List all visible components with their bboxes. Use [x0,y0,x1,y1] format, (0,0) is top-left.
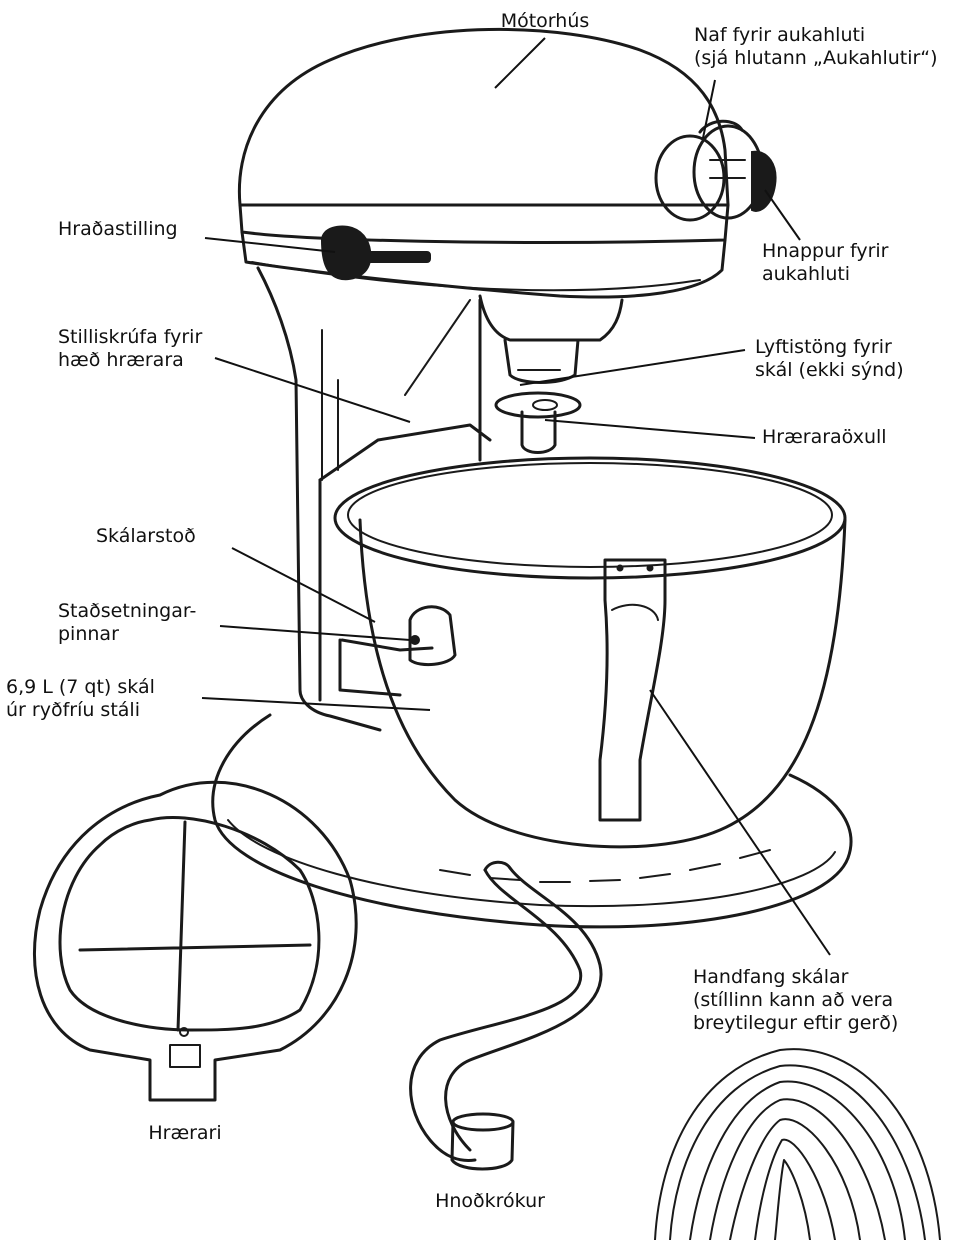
leader-locating-pins [219,625,411,641]
label-bowl-support-text: Skálarstoð [96,525,196,547]
label-motor-housing-text: Mótorhús [500,10,590,32]
label-beater-height-screw-line-1: Stilliskrúfa fyrir [58,326,203,348]
label-attachment-hub-line-1: Naf fyrir aukahluti [694,24,866,46]
label-attachment-knob: Hnappur fyrir aukahluti [762,240,889,286]
label-attachment-hub-line-2: (sjá hlutann „Aukahlutir“) [694,47,938,69]
label-bowl-lift-lever: Lyftistöng fyrir skál (ekki sýnd) [755,336,904,382]
leader-beater-height-screw [214,357,411,423]
leader-attachment-knob [764,189,801,241]
leader-motor-housing [494,37,546,89]
leader-bowl-support [231,547,376,623]
label-attachment-knob-line-2: aukahluti [762,263,851,285]
label-locating-pins-line-1: Staðsetningar- [58,600,197,622]
label-locating-pins: Staðsetningar- pinnar [58,600,196,646]
leader-speed-control [204,237,336,253]
flat-beater [33,780,358,1102]
label-attachment-knob-line-1: Hnappur fyrir [762,240,889,262]
speed-control-lever [320,225,431,281]
bowl-handle [598,558,667,822]
label-bowl-lift-lever-line-1: Lyftistöng fyrir [755,336,892,358]
leader-attachment-hub [702,79,716,139]
bowl-support-arm [318,423,492,702]
label-beater-shaft-text: Hræraraöxull [762,426,887,448]
label-bowl-support: Skálarstoð [96,525,196,548]
label-locating-pins-line-2: pinnar [58,623,119,645]
bowl [333,456,847,849]
leader-lines [201,37,831,956]
label-bowl-handle-line-3: breytilegur eftir gerð) [693,1012,899,1034]
label-dough-hook: Hnoðkrókur [405,1190,575,1213]
attachment-knob [751,150,777,212]
beater-shaft [494,391,582,454]
label-bowl-handle: Handfang skálar (stíllinn kann að vera b… [693,966,898,1035]
label-dough-hook-text: Hnoðkrókur [435,1190,545,1212]
label-bowl-line-1: 6,9 L (7 qt) skál [6,676,155,698]
dough-hook [409,860,603,1171]
label-motor-housing: Mótorhús [455,10,635,33]
label-bowl-handle-line-2: (stíllinn kann að vera [693,989,894,1011]
label-flat-beater: Hrærari [110,1122,260,1145]
leader-beater-shaft [544,419,756,439]
label-beater-shaft: Hræraraöxull [762,426,887,449]
label-beater-height-screw-line-2: hæð hrærara [58,349,184,371]
leader-bowl [201,697,431,711]
label-beater-height-screw: Stilliskrúfa fyrir hæð hrærara [58,326,202,372]
wire-whip [654,1048,941,1240]
label-bowl-handle-line-1: Handfang skálar [693,966,849,988]
motor-head [237,27,730,384]
label-bowl-lift-lever-line-2: skál (ekki sýnd) [755,359,904,381]
leader-bowl-lift-lever [519,349,746,386]
label-bowl: 6,9 L (7 qt) skál úr ryðfríu stáli [6,676,155,722]
label-attachment-hub: Naf fyrir aukahluti (sjá hlutann „Aukahl… [694,24,938,70]
locating-pin [408,605,457,667]
label-flat-beater-text: Hrærari [148,1122,222,1144]
label-bowl-line-2: úr ryðfríu stáli [6,699,140,721]
label-speed-control-text: Hraðastilling [58,218,178,240]
leader-bowl-handle [649,689,831,956]
label-speed-control: Hraðastilling [58,218,178,241]
